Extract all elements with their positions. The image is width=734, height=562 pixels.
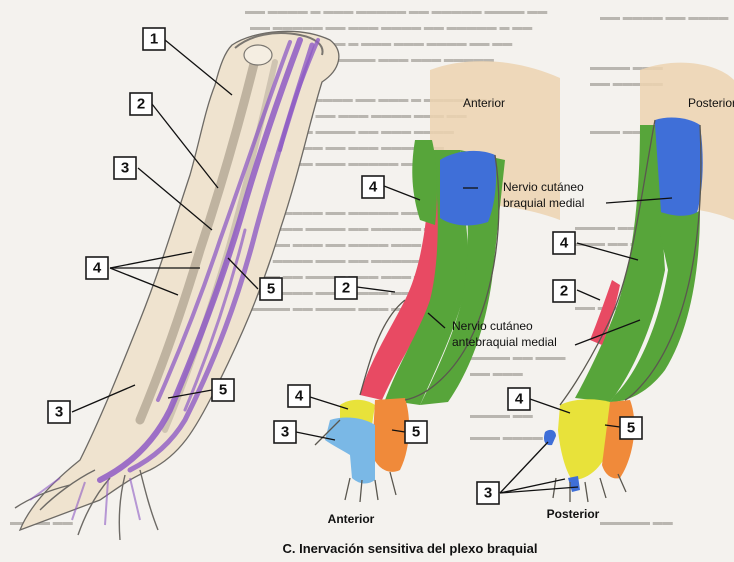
svg-text:3: 3 bbox=[281, 424, 289, 441]
posterior-zone-blue bbox=[655, 118, 703, 224]
svg-text:2: 2 bbox=[342, 280, 350, 297]
anterior-zone-orange bbox=[372, 398, 409, 472]
posterior-bottom-label: Posterior bbox=[547, 507, 600, 521]
svg-text:5: 5 bbox=[412, 424, 420, 441]
arm-label-3-lower: 3 bbox=[48, 401, 70, 423]
cutaneo-antebraquial-medial-line2: antebraquial medial bbox=[452, 335, 557, 349]
anterior-label-5: 5 bbox=[405, 421, 427, 443]
anterior-top-label: Anterior bbox=[463, 96, 505, 110]
posterior-label-4-lower: 4 bbox=[508, 388, 530, 410]
anterior-label-4-lower: 4 bbox=[288, 385, 310, 407]
svg-text:2: 2 bbox=[137, 96, 145, 113]
arm-nerve-illustration bbox=[15, 31, 339, 540]
posterior-label-2: 2 bbox=[553, 280, 575, 302]
svg-text:2: 2 bbox=[560, 283, 568, 300]
svg-text:1: 1 bbox=[150, 31, 158, 48]
arm-label-5-upper: 5 bbox=[260, 278, 282, 300]
cutaneo-antebraquial-medial-line1: Nervio cutáneo bbox=[452, 319, 533, 333]
svg-text:4: 4 bbox=[515, 391, 524, 408]
anterior-label-4-upper: 4 bbox=[362, 176, 384, 198]
posterior-label-5: 5 bbox=[620, 417, 642, 439]
cutaneo-braquial-medial-line1: Nervio cutáneo bbox=[503, 180, 584, 194]
svg-text:3: 3 bbox=[484, 485, 492, 502]
svg-text:4: 4 bbox=[295, 388, 304, 405]
svg-text:5: 5 bbox=[219, 382, 227, 399]
posterior-label-3: 3 bbox=[477, 482, 499, 504]
svg-text:3: 3 bbox=[55, 404, 63, 421]
arm-label-1: 1 bbox=[143, 28, 165, 50]
svg-text:4: 4 bbox=[560, 235, 569, 252]
posterior-top-label: Posterior bbox=[688, 96, 734, 110]
anterior-bottom-label: Anterior bbox=[328, 512, 375, 526]
arm-label-5-lower: 5 bbox=[212, 379, 234, 401]
posterior-label-4-upper: 4 bbox=[553, 232, 575, 254]
humeral-head bbox=[244, 45, 272, 65]
arm-label-3-upper: 3 bbox=[114, 157, 136, 179]
cutaneo-braquial-medial-line2: braquial medial bbox=[503, 196, 584, 210]
anterior-zone-green-upper bbox=[412, 140, 437, 225]
svg-text:5: 5 bbox=[627, 420, 635, 437]
svg-text:3: 3 bbox=[121, 160, 129, 177]
arm-label-2: 2 bbox=[130, 93, 152, 115]
figure-caption: C. Inervación sensitiva del plexo braqui… bbox=[282, 541, 537, 556]
svg-text:4: 4 bbox=[369, 179, 378, 196]
posterior-zone-blue-thumb bbox=[544, 430, 556, 445]
anterior-label-3: 3 bbox=[274, 421, 296, 443]
svg-text:5: 5 bbox=[267, 281, 275, 298]
svg-text:4: 4 bbox=[93, 260, 102, 277]
anterior-label-2: 2 bbox=[335, 277, 357, 299]
arm-label-4: 4 bbox=[86, 257, 108, 279]
